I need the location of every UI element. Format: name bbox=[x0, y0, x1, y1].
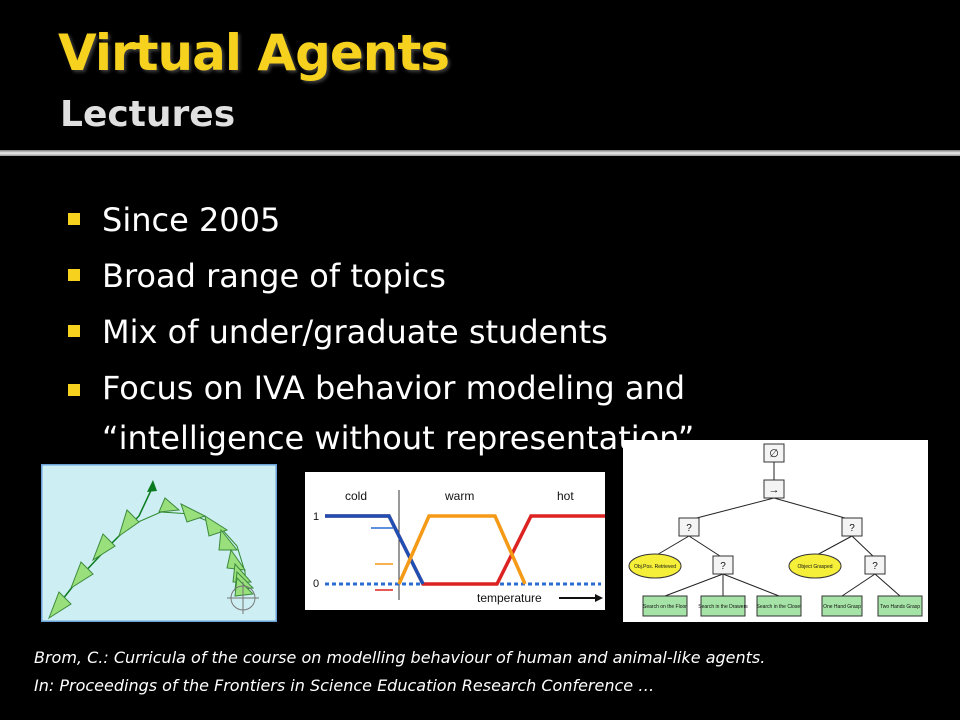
tree-edge bbox=[688, 535, 724, 559]
citation-line-1: Brom, C.: Curricula of the course on mod… bbox=[34, 648, 766, 667]
tree-action-node bbox=[756, 595, 802, 617]
tree-condition-node bbox=[628, 553, 682, 579]
bullet-item: Focus on IVA behavior modeling and “inte… bbox=[68, 363, 842, 463]
tree-edge bbox=[664, 573, 724, 597]
tree-selector-label: ? bbox=[849, 523, 855, 534]
tree-nodes: ∅ → ? ? ? ? Obj.Pos. Retrieved Object Gr… bbox=[628, 443, 923, 617]
bullet-item: Since 2005 bbox=[68, 192, 842, 248]
title-bar: Virtual Agents Lectures bbox=[0, 0, 960, 150]
tree-edges bbox=[654, 462, 901, 597]
tree-action-label: Two Hands Grasp bbox=[880, 604, 920, 610]
tree-action-node bbox=[877, 595, 923, 617]
bullet-square-icon bbox=[68, 213, 80, 225]
tree-root-node bbox=[763, 443, 785, 463]
bullet-text: Since 2005 bbox=[102, 201, 281, 239]
agent-marker bbox=[47, 591, 72, 620]
agent-marker bbox=[69, 561, 94, 590]
agent-marker bbox=[91, 533, 116, 562]
fuzzy-label-warm: warm bbox=[444, 489, 474, 503]
tree-edge bbox=[688, 497, 775, 521]
trajectory-arrowhead-icon bbox=[147, 480, 157, 492]
tree-action-label: Search in the Drawers bbox=[698, 604, 748, 610]
bullet-text: Mix of under/graduate students bbox=[102, 313, 608, 351]
fuzzy-bg bbox=[305, 472, 605, 610]
bullet-square-icon bbox=[68, 325, 80, 337]
behavior-tree-image: ∅ → ? ? ? ? Obj.Pos. Retrieved Object Gr… bbox=[623, 440, 928, 622]
tree-edge bbox=[773, 497, 853, 521]
tree-selector-label: ? bbox=[872, 561, 878, 572]
agent-marker bbox=[158, 497, 181, 513]
bullet-text: Broad range of topics bbox=[102, 257, 446, 295]
slide-title: Virtual Agents bbox=[58, 24, 450, 82]
tree-selector-node bbox=[841, 517, 863, 537]
tree-bg bbox=[623, 440, 928, 622]
fuzzy-tick-1: 1 bbox=[313, 511, 319, 523]
tree-edge bbox=[851, 535, 876, 559]
agent-marker bbox=[180, 503, 207, 523]
bullet-item: Mix of under/graduate students bbox=[68, 304, 842, 360]
tree-action-label: Search in the Closet bbox=[756, 604, 802, 610]
tree-edge bbox=[654, 535, 690, 557]
fuzzy-temperature-image: cold warm hot 1 0 temperature bbox=[305, 472, 605, 610]
fuzzy-cold-curve bbox=[325, 514, 425, 585]
fuzzy-label-cold: cold bbox=[345, 489, 367, 503]
citation-line-2: In: Proceedings of the Frontiers in Scie… bbox=[34, 676, 655, 695]
fuzzy-label-hot: hot bbox=[557, 489, 574, 503]
tree-action-node bbox=[700, 595, 746, 617]
bullet-square-icon bbox=[68, 269, 80, 281]
tree-edge bbox=[814, 535, 853, 557]
tree-edge bbox=[874, 573, 901, 597]
tree-selector-label: ? bbox=[720, 561, 726, 572]
bullet-text: Focus on IVA behavior modeling and “inte… bbox=[102, 369, 695, 457]
tree-action-node bbox=[821, 595, 863, 617]
fuzzy-warm-curve bbox=[397, 514, 527, 585]
slide-body: Since 2005 Broad range of topics Mix of … bbox=[0, 156, 960, 720]
bullet-item: Broad range of topics bbox=[68, 248, 842, 304]
tree-action-label: One Hand Grasp bbox=[823, 604, 861, 610]
tree-selector-node bbox=[678, 517, 700, 537]
tree-condition-label: Obj.Pos. Retrieved bbox=[634, 564, 676, 570]
fuzzy-axis-label: temperature bbox=[477, 591, 542, 605]
tree-selector-node bbox=[864, 555, 886, 575]
tree-sequence-label: → bbox=[769, 484, 780, 496]
bullet-list: Since 2005 Broad range of topics Mix of … bbox=[68, 192, 842, 463]
tree-selector-label: ? bbox=[686, 523, 692, 534]
tree-condition-node bbox=[788, 553, 842, 579]
bullet-square-icon bbox=[68, 384, 80, 396]
slide-subtitle: Lectures bbox=[60, 94, 236, 135]
tree-action-label: Search on the Floor bbox=[643, 604, 687, 610]
fuzzy-tick-0: 0 bbox=[313, 578, 319, 590]
fuzzy-axis-arrowhead-icon bbox=[595, 594, 603, 602]
agent-marker bbox=[118, 509, 140, 538]
agent-marker bbox=[218, 528, 239, 551]
tree-condition-label: Object Grasped bbox=[797, 564, 832, 570]
tree-selector-node bbox=[712, 555, 734, 575]
tree-edge bbox=[841, 573, 876, 597]
agent-markers bbox=[47, 497, 255, 620]
steering-trajectory-image bbox=[41, 464, 277, 622]
tree-edge bbox=[722, 573, 780, 597]
header-divider bbox=[0, 150, 960, 156]
tree-sequence-node bbox=[763, 479, 785, 499]
tree-action-node bbox=[642, 595, 688, 617]
tree-root-label: ∅ bbox=[769, 448, 779, 460]
